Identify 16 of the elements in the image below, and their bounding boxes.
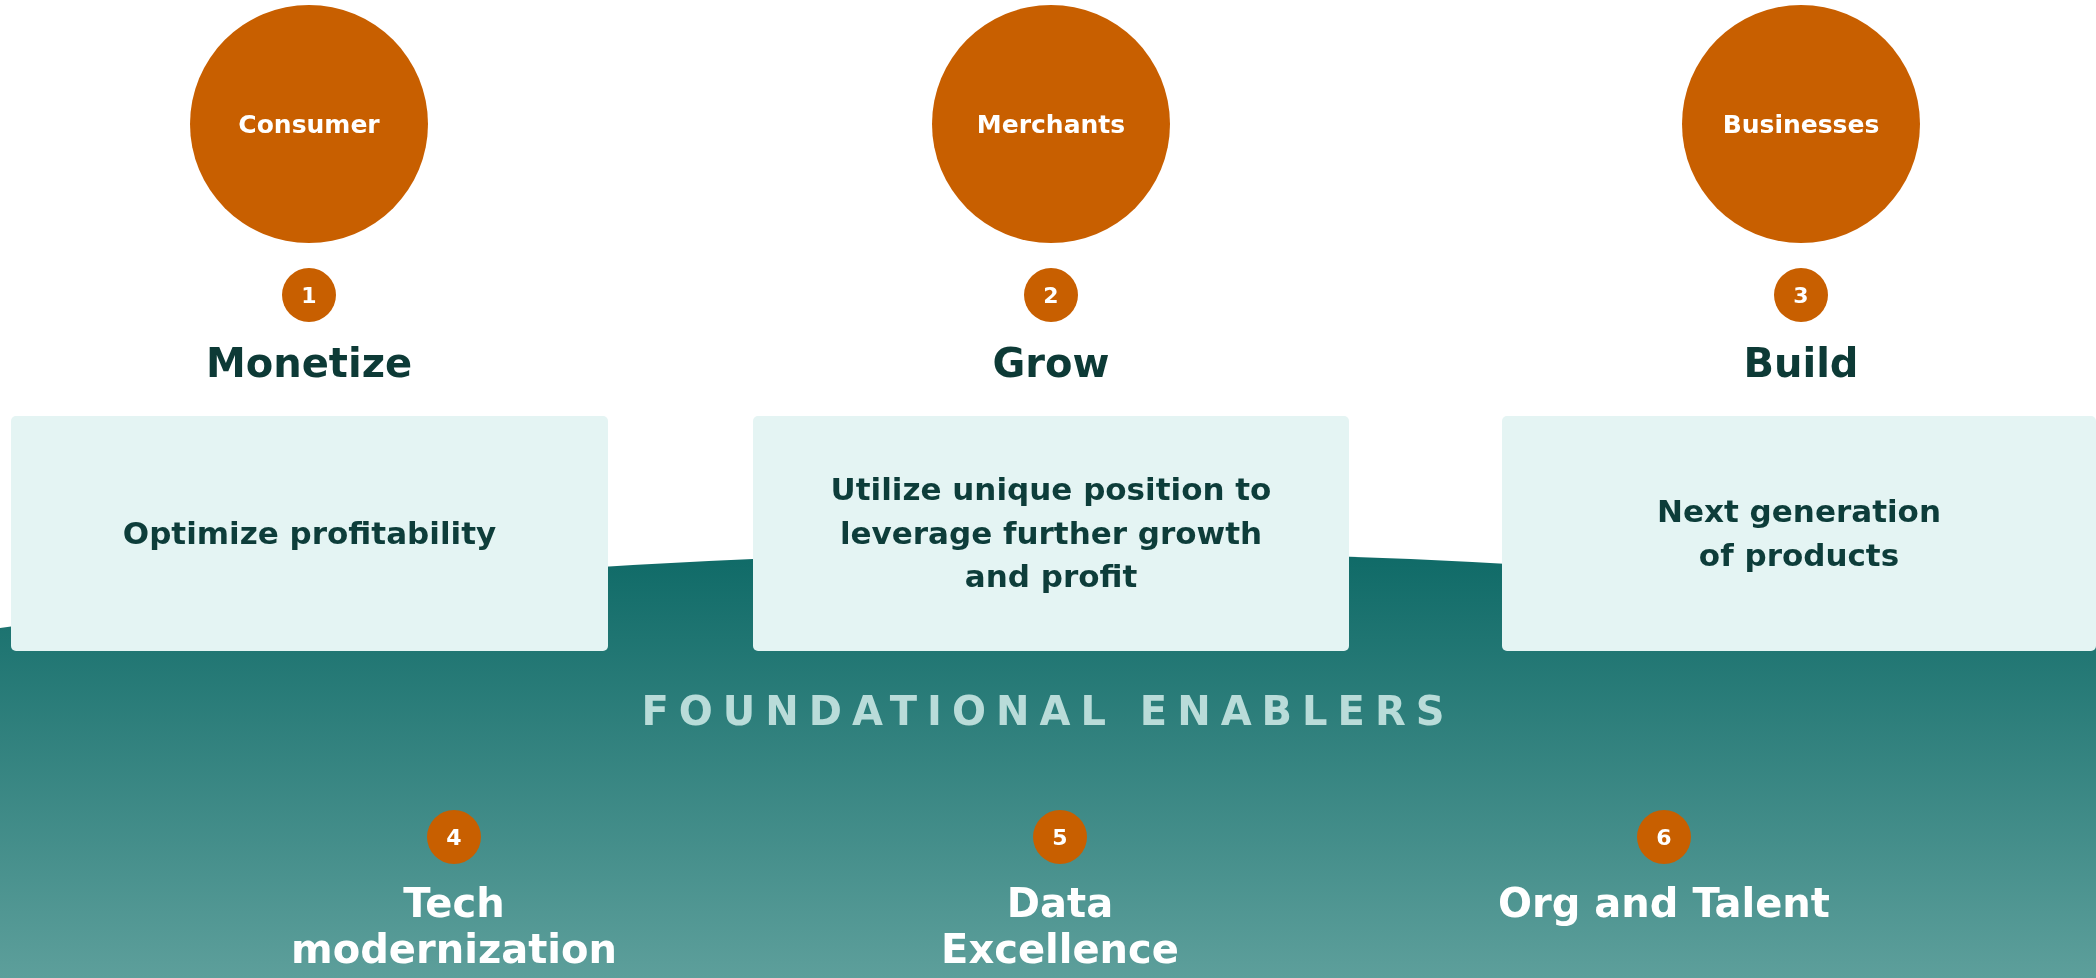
step-heading: Org and Talent [1497, 880, 1831, 926]
step-heading: Grow [991, 340, 1111, 386]
goal-card: Optimize profitability [11, 416, 608, 651]
goal-card: Utilize unique position to leverage further growth and profit [753, 416, 1349, 651]
number-badge: 3 [1774, 268, 1828, 322]
category-circle: Merchants [932, 5, 1170, 243]
number-badge: 1 [282, 268, 336, 322]
category-circle: Businesses [1682, 5, 1920, 243]
goal-card: Next generation of products [1502, 416, 2096, 651]
section-heading: FOUNDATIONAL ENABLERS [640, 688, 1456, 734]
category-circle: Consumer [190, 5, 428, 243]
number-badge: 2 [1024, 268, 1078, 322]
step-heading: Monetize [204, 340, 414, 386]
step-heading: Build [1742, 340, 1860, 386]
step-heading: Data Excellence [940, 880, 1180, 972]
step-heading: Tech modernization [290, 880, 618, 972]
